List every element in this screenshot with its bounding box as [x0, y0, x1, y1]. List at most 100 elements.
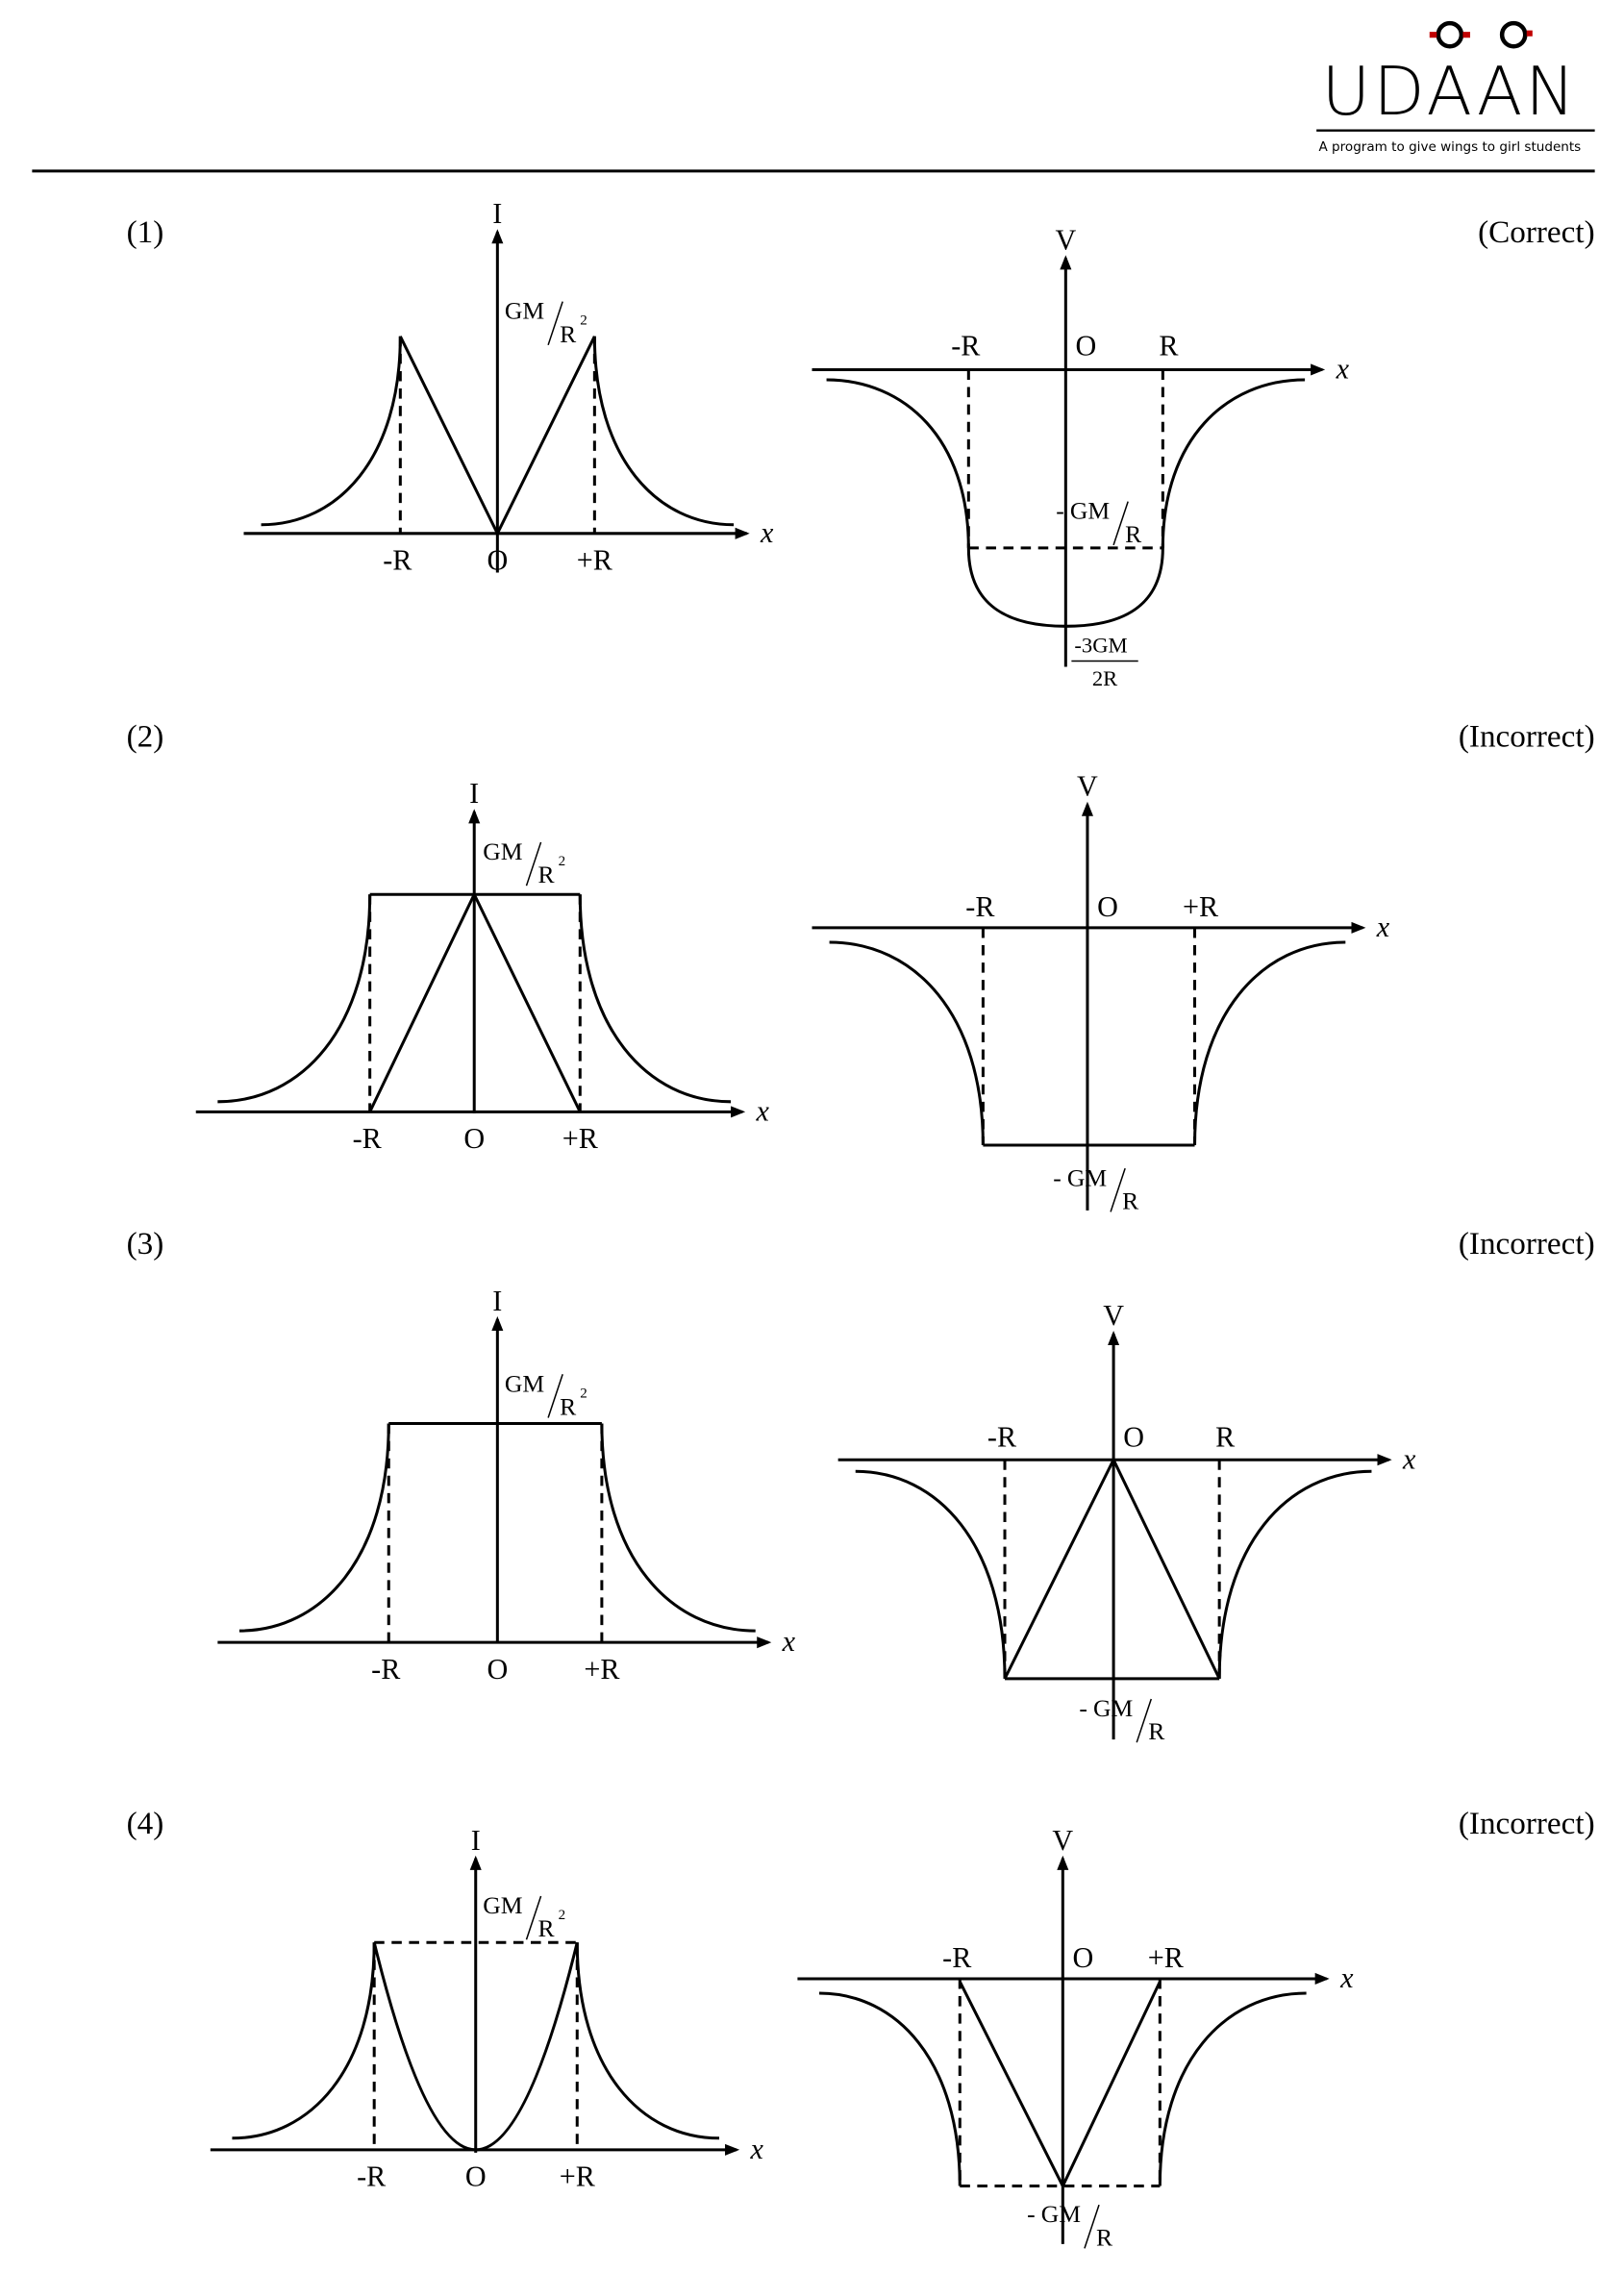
fraction-slash	[525, 841, 542, 887]
outside-field-curve-right	[600, 1423, 756, 1633]
value-denominator: R	[538, 1914, 556, 1942]
x-axis-label: x	[1402, 1442, 1416, 1475]
fraction-slash	[547, 301, 563, 346]
value-denominator: R	[560, 1392, 577, 1420]
option-verdict: (Incorrect)	[1459, 1806, 1595, 1841]
tick-label-minus-r: -R	[942, 1941, 972, 1974]
tick-label-plus-r: +R	[584, 1653, 620, 1686]
value-sign: -	[1053, 1163, 1062, 1191]
y-axis-label: I	[492, 1285, 502, 1317]
x-axis-label: x	[782, 1625, 796, 1658]
outside-potential-curve-left	[826, 378, 970, 548]
y-axis-label: I	[492, 197, 502, 230]
outside-potential-curve-right	[1193, 940, 1346, 1146]
x-axis-label: x	[760, 516, 774, 549]
logo-tagline: A program to give wings to girl students	[1318, 139, 1581, 155]
option-verdict: (Incorrect)	[1459, 1226, 1595, 1261]
x-axis-label: x	[750, 2133, 764, 2165]
tick-label-origin: O	[1073, 1941, 1094, 1974]
tick-label-origin: O	[1097, 890, 1118, 923]
tick-label-origin: O	[1076, 329, 1097, 362]
inside-field-line	[368, 890, 582, 1113]
tick-label-minus-r: -R	[357, 2161, 387, 2193]
inside-potential-line	[1003, 1456, 1221, 1680]
fraction-slash	[1136, 1698, 1153, 1743]
inside-potential-line	[958, 1981, 1162, 2189]
y-axis-label: V	[1077, 770, 1098, 803]
tick-label-origin: O	[1123, 1421, 1144, 1454]
tick-label-plus-r: +R	[577, 544, 613, 577]
tick-label-origin: O	[463, 1122, 485, 1155]
outside-field-curve-right	[575, 1942, 720, 2140]
value-numerator: GM	[1041, 2200, 1082, 2228]
option-number: (3)	[127, 1226, 164, 1261]
y-axis-label: V	[1055, 223, 1076, 256]
tick-label-plus-r: R	[1159, 329, 1179, 362]
option-number: (4)	[127, 1806, 164, 1841]
value-numerator: GM	[483, 1891, 523, 1919]
option-number: (1)	[127, 214, 164, 250]
min-value-numerator: -3GM	[1074, 633, 1127, 657]
value-exponent: 2	[580, 313, 587, 329]
x-axis-label: x	[1339, 1961, 1354, 1994]
tick-label-minus-r: -R	[353, 1122, 383, 1155]
outside-field-curve-right	[592, 336, 735, 527]
value-denominator: R	[1148, 1717, 1165, 1745]
option-number: (2)	[127, 718, 164, 754]
outside-potential-curve-left	[819, 1991, 962, 2186]
option-verdict: (Incorrect)	[1459, 718, 1595, 754]
logo-girl-head-icon	[1436, 20, 1464, 49]
outside-potential-curve-right	[1161, 378, 1306, 548]
tick-label-plus-r: +R	[560, 2161, 596, 2193]
tick-label-minus-r: -R	[987, 1421, 1017, 1454]
value-exponent: 2	[580, 1386, 587, 1401]
value-exponent: 2	[559, 1908, 566, 1923]
tick-label-origin: O	[465, 2161, 487, 2193]
value-sign: -	[1056, 497, 1064, 525]
logo-girl-head-icon	[1499, 20, 1528, 49]
tick-label-minus-r: -R	[965, 890, 995, 923]
outside-field-curve-left	[261, 336, 402, 527]
value-denominator: R	[1122, 1186, 1139, 1214]
value-numerator: GM	[1093, 1694, 1134, 1722]
value-denominator: R	[1125, 520, 1142, 548]
outside-field-curve-right	[578, 894, 732, 1104]
outside-potential-curve-right	[1217, 1469, 1372, 1679]
inside-potential-curve	[966, 547, 1164, 628]
x-axis-label: x	[1376, 911, 1390, 943]
tick-label-minus-r: -R	[383, 544, 412, 577]
value-sign: -	[1079, 1694, 1087, 1722]
fraction-slash	[1112, 501, 1129, 546]
x-axis-label: x	[1336, 352, 1350, 385]
value-numerator: GM	[1070, 497, 1111, 525]
value-numerator: GM	[505, 1369, 545, 1397]
fraction-slash	[525, 1895, 542, 1940]
inside-field-parabola	[372, 1941, 579, 2152]
outside-field-curve-left	[217, 894, 372, 1104]
udaan-logo: UDAAN A program to give wings to girl st…	[1316, 20, 1595, 155]
value-denominator: R	[538, 861, 556, 888]
tick-label-plus-r: R	[1215, 1421, 1236, 1454]
fraction-slash	[547, 1374, 563, 1418]
tick-label-origin: O	[487, 544, 508, 577]
value-exponent: 2	[559, 854, 566, 869]
y-axis-label: V	[1052, 1824, 1073, 1857]
outside-potential-curve-right	[1158, 1991, 1307, 2186]
fraction-slash	[1110, 1167, 1126, 1212]
logo-wordmark: UDAAN	[1322, 54, 1579, 131]
value-numerator: GM	[483, 837, 523, 865]
option-verdict: (Correct)	[1478, 214, 1595, 250]
inside-field-line	[398, 336, 596, 537]
outside-potential-curve-left	[855, 1469, 1007, 1679]
tick-label-origin: O	[487, 1653, 508, 1686]
outside-field-curve-left	[238, 1423, 390, 1633]
